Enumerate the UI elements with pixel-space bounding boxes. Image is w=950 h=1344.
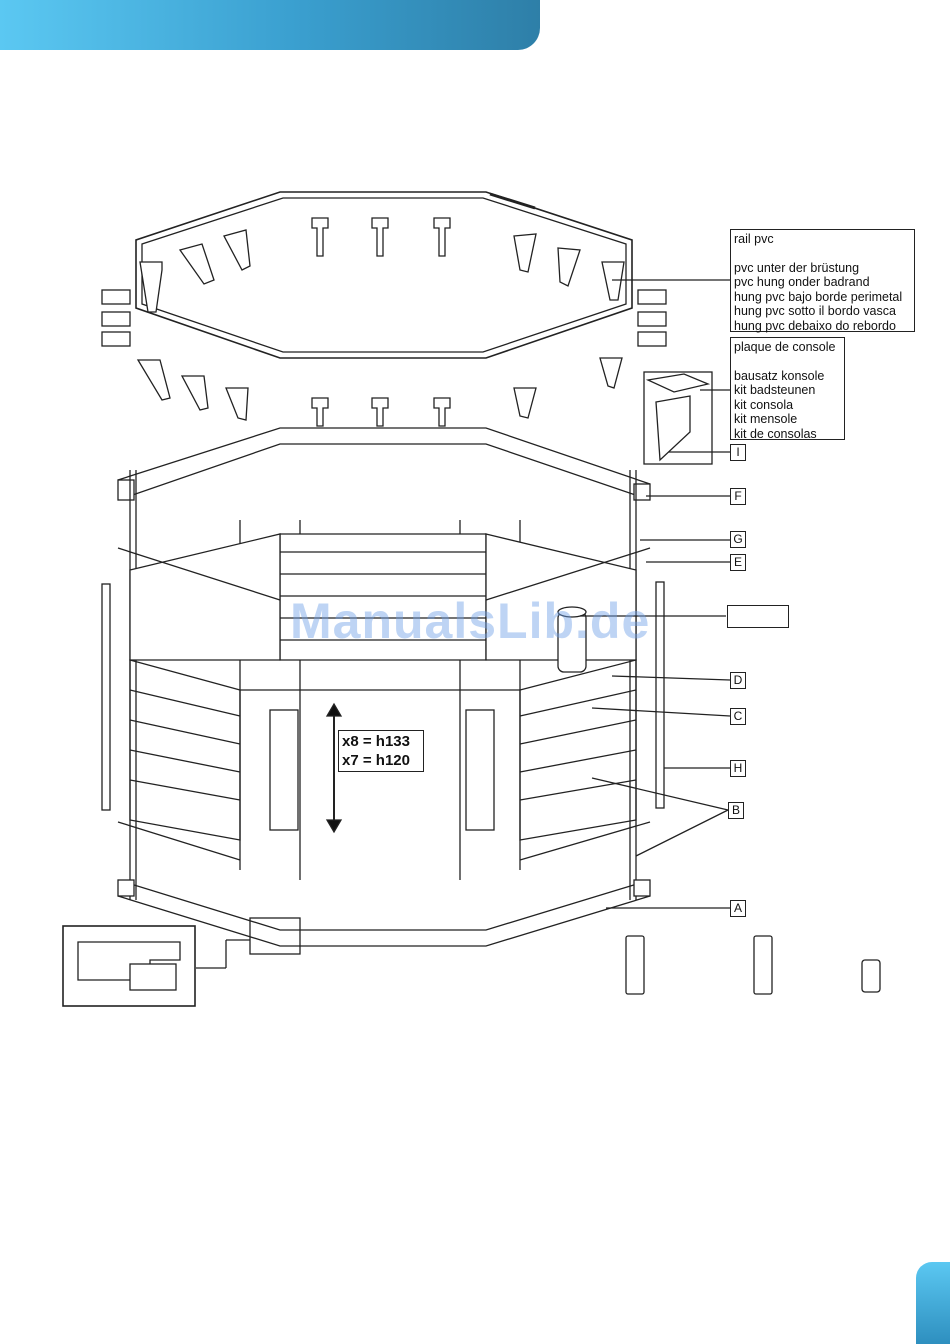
loose-parts <box>626 936 880 994</box>
callout-a: A <box>730 900 746 917</box>
console-detail <box>644 372 712 464</box>
console-label-line: kit mensole <box>734 412 841 427</box>
console-kit-label: plaque de console bausatz konsole kit ba… <box>730 337 845 440</box>
callout-b: B <box>728 802 744 819</box>
callout-i: I <box>730 444 746 461</box>
console-label-line: plaque de console <box>734 340 841 355</box>
height-line: x8 = h133 <box>342 732 420 751</box>
callout-d: D <box>730 672 746 689</box>
callout-c: C <box>730 708 746 725</box>
wall-height-label: x8 = h133 x7 = h120 <box>338 730 424 772</box>
callout-e: E <box>730 554 746 571</box>
wall-planks <box>102 534 664 840</box>
watermark: ManualsLib.de <box>290 592 650 650</box>
bottom-beam-ring <box>118 822 650 946</box>
page-tab-accent <box>916 1262 950 1344</box>
height-line: x7 = h120 <box>342 751 420 770</box>
rail-label-line: pvc hung onder badrand <box>734 275 911 290</box>
callout-f: F <box>730 488 746 505</box>
rail-pvc-label: rail pvc pvc unter der brüstung pvc hung… <box>730 229 915 332</box>
rail-label-line: hung pvc debaixo do rebordo <box>734 319 911 334</box>
callout-h: H <box>730 760 746 777</box>
rail-label-line: hung pvc sotto il bordo vasca <box>734 304 911 319</box>
console-label-line: kit de consolas <box>734 427 841 442</box>
callout-g: G <box>730 531 746 548</box>
notch-detail <box>63 918 300 1006</box>
rail-label-line: hung pvc bajo borde perimetal <box>734 290 911 305</box>
console-brackets <box>102 218 666 426</box>
console-label-gap <box>734 355 841 369</box>
skimmer-label-box <box>727 605 789 628</box>
rail-label-line: pvc unter der brüstung <box>734 261 911 276</box>
console-label-line: kit badsteunen <box>734 383 841 398</box>
rail-label-gap <box>734 247 911 261</box>
top-beam-ring <box>118 428 650 500</box>
rail-label-line: rail pvc <box>734 232 911 247</box>
console-label-line: kit consola <box>734 398 841 413</box>
console-label-line: bausatz konsole <box>734 369 841 384</box>
